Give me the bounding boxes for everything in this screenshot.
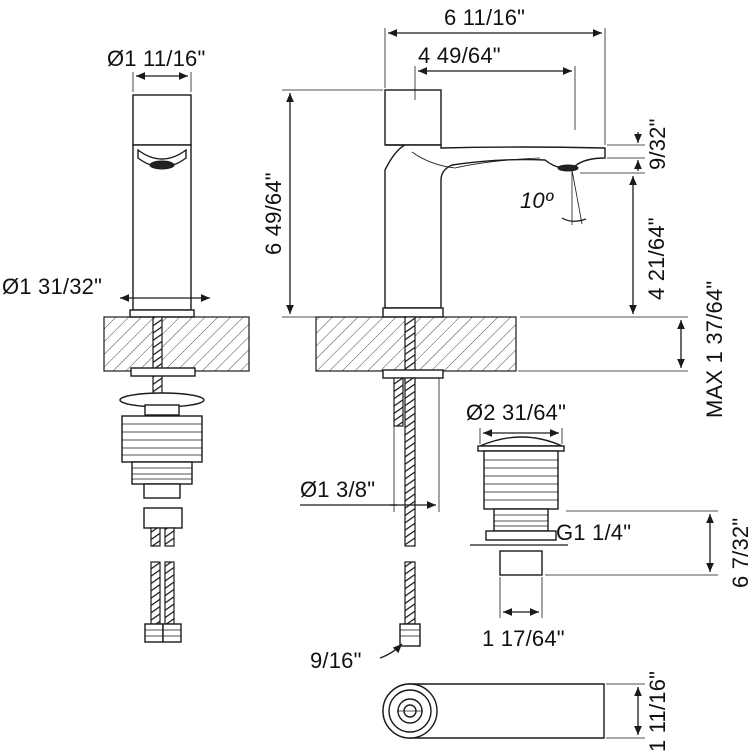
dim-total-height: 6 49/64"	[261, 89, 383, 318]
dim-spout-angle: 10º	[520, 169, 587, 225]
side-handle	[384, 89, 442, 146]
drain-tail-left	[143, 483, 181, 499]
label-spout-angle: 10º	[520, 188, 554, 213]
drain-nut-left	[131, 461, 193, 485]
drain-cap	[479, 436, 563, 447]
mixer-body	[132, 144, 192, 311]
drain-body-left	[144, 404, 180, 416]
handle-top	[132, 94, 192, 146]
aerator-outlet	[149, 160, 175, 170]
dim-hole-diameter: Ø1 3/8"	[300, 378, 440, 512]
side-bracket	[382, 369, 444, 379]
dim-body-diameter: Ø1 11/16"	[107, 46, 206, 92]
label-body-diameter: Ø1 11/16"	[107, 46, 206, 71]
label-hole-diameter: Ø1 3/8"	[300, 477, 375, 502]
deck-section-left	[103, 316, 250, 372]
dim-drain-cap: Ø2 31/64"	[466, 400, 566, 444]
dim-spout-reach: 4 49/64"	[414, 43, 576, 130]
dim-overall-length: 6 11/16"	[384, 5, 606, 145]
drain-tail	[499, 550, 543, 576]
side-rod-lower	[393, 377, 404, 427]
dim-outlet-height: 4 21/64"	[520, 172, 669, 318]
label-drain-nut-width: 1 17/64"	[482, 626, 565, 651]
label-total-height: 6 49/64"	[261, 172, 286, 255]
dim-aerator-height: 9/32"	[607, 118, 670, 171]
label-outlet-height: 4 21/64"	[644, 217, 669, 300]
dim-base-diameter: Ø1 31/32"	[2, 274, 210, 302]
hose-connector-a	[143, 507, 183, 529]
deck-section-middle	[315, 316, 517, 372]
side-hose	[404, 377, 416, 547]
side-view	[315, 89, 606, 647]
aerator	[137, 148, 187, 168]
drain-cap-rim	[477, 445, 565, 452]
plan-view	[382, 683, 605, 739]
dim-hose-connector: 9/16"	[310, 643, 403, 673]
hose-a	[150, 527, 161, 547]
label-base-diameter: Ø1 31/32"	[2, 274, 102, 299]
drain-nut	[493, 508, 549, 532]
label-drain-cap: Ø2 31/64"	[466, 400, 566, 425]
side-hose-lower	[404, 561, 416, 625]
hose-a-lower	[150, 561, 161, 625]
pop-up-drain	[477, 436, 565, 576]
dim-plan-width: 1 11/16"	[606, 671, 670, 752]
dim-drain-length: 6 7/32"	[545, 510, 753, 588]
mounting-bracket	[130, 367, 196, 377]
dim-drain-nut-width: 1 17/64"	[482, 577, 565, 651]
side-hose-nut	[399, 623, 421, 647]
dim-drain-thread: G1 1/4"	[470, 520, 631, 546]
label-overall-length: 6 11/16"	[444, 5, 525, 30]
base-plate	[129, 309, 195, 318]
label-drain-length: 6 7/32"	[728, 518, 753, 588]
side-aerator	[557, 164, 579, 172]
side-base	[382, 307, 444, 318]
threaded-rod-left	[152, 316, 163, 398]
hose-nut-b	[162, 623, 182, 643]
hose-nut-a	[144, 623, 164, 643]
label-drain-thread: G1 1/4"	[556, 520, 631, 545]
drain-washer	[485, 530, 557, 541]
hose-b-lower	[164, 561, 175, 625]
label-aerator-height: 9/32"	[645, 118, 670, 170]
front-view	[103, 94, 250, 643]
hose-b	[164, 527, 175, 547]
label-plan-width: 1 11/16"	[645, 671, 670, 752]
label-spout-reach: 4 49/64"	[418, 43, 501, 68]
dim-deck-thickness: MAX 1 37/64"	[518, 281, 727, 418]
label-deck-thickness: MAX 1 37/64"	[702, 281, 727, 418]
label-hose-connector: 9/16"	[310, 648, 362, 673]
drain-flange	[483, 450, 559, 510]
